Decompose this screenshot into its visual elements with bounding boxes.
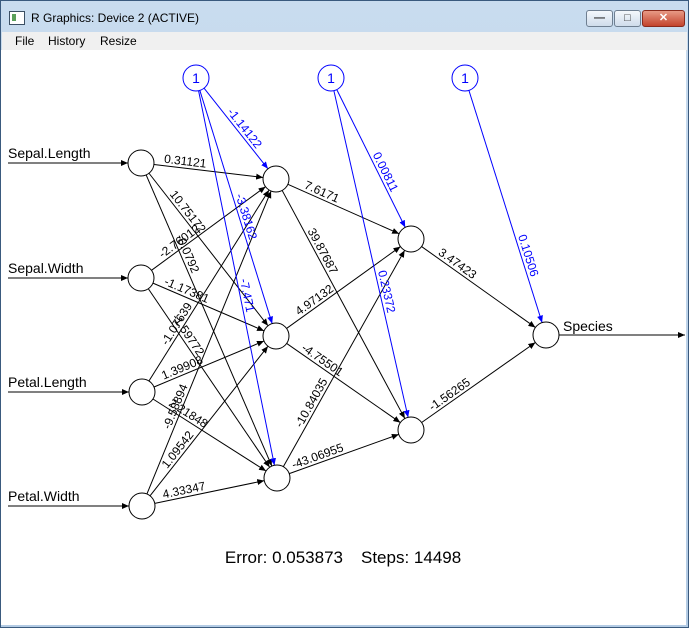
edge-h1-2-h2-1 — [286, 246, 401, 329]
edge-input4-h1-2-weight: 1.09542 — [159, 428, 197, 471]
maximize-button[interactable]: □ — [614, 10, 641, 27]
input-node-4 — [128, 492, 156, 520]
input-label-4: Petal.Width — [8, 488, 80, 504]
bias-node-2 — [317, 64, 345, 92]
menu-history[interactable]: History — [48, 34, 86, 48]
edge-h1-2-h2-2 — [286, 343, 401, 423]
edge-input2-h1-2-weight: -1.17381 — [162, 274, 211, 306]
edge-h2-1-out — [421, 246, 536, 328]
edge-input4-h1-3-weight: 4.33347 — [161, 479, 207, 502]
edge-input4-h1-2 — [149, 345, 269, 497]
maximize-icon: □ — [624, 12, 631, 24]
bias-node-1-label: 1 — [192, 70, 200, 86]
edge-h1-1-h2-2-weight: 39.87687 — [305, 226, 341, 277]
minimize-icon: — — [594, 12, 605, 24]
input-node-2 — [127, 264, 155, 292]
hidden1-node-1 — [262, 165, 290, 193]
hidden2-node-2 — [397, 416, 425, 444]
edge-bias2-h2-1 — [336, 89, 406, 228]
edge-input1-h1-1 — [153, 164, 264, 180]
output-label: Species — [563, 318, 613, 334]
edge-bias1-h1-1-weight: -1.14122 — [224, 105, 265, 151]
edge-h1-3-h2-2 — [289, 433, 399, 475]
input-node-1 — [127, 149, 155, 177]
edge-bias2-h2-1-weight: 0.00811 — [370, 150, 402, 195]
edge-h2-2-out — [421, 342, 536, 423]
input-node-3 — [128, 378, 156, 406]
edge-input3-h1-2-weight: 1.39908 — [159, 353, 205, 383]
edge-bias3-out-weight: 0.10506 — [515, 233, 541, 279]
edge-h1-2-h2-1-weight: 4.97132 — [293, 281, 337, 318]
edge-input1-h1-3 — [145, 174, 273, 467]
edge-h1-3-h2-2-weight: -43.06955 — [290, 440, 346, 472]
edge-h1-1-h2-2 — [281, 190, 406, 419]
edge-h1-1-h2-1 — [287, 183, 400, 235]
hidden1-node-3 — [263, 464, 291, 492]
edge-input2-h1-1 — [151, 186, 266, 271]
edge-input3-h1-3 — [152, 398, 267, 472]
window-title: R Graphics: Device 2 (ACTIVE) — [31, 11, 200, 25]
edge-input3-h1-2 — [153, 340, 265, 388]
edge-bias1-h1-2 — [199, 90, 273, 324]
edge-bias1-h1-3 — [198, 90, 276, 466]
output-node — [532, 321, 560, 349]
menu-file[interactable]: File — [15, 34, 35, 48]
steps-label: Steps: 14498 — [361, 548, 461, 567]
bias-node-2-label: 1 — [327, 70, 335, 86]
input-label-3: Petal.Length — [8, 374, 87, 390]
edge-h2-1-out-weight: 3.47423 — [436, 245, 480, 282]
edge-input4-h1-1 — [146, 190, 272, 495]
edge-bias1-h1-1 — [203, 87, 269, 170]
bias-node-3-label: 1 — [461, 70, 469, 86]
hidden1-node-2 — [262, 322, 290, 350]
close-button[interactable]: ✕ — [642, 10, 685, 27]
edge-h1-1-h2-1-weight: 7.6171 — [302, 178, 342, 206]
close-icon: ✕ — [658, 12, 669, 24]
neural-network-plot: 0.3112110.75172-0.0792-2.76012-1.17381-1… — [8, 64, 685, 567]
bias-node-1 — [182, 64, 210, 92]
error-label: Error: 0.053873 — [225, 548, 343, 567]
edge-h1-2-h2-2-weight: -4.75501 — [299, 341, 346, 380]
edge-bias1-h1-3-weight: -7.471 — [237, 277, 258, 313]
input-label-1: Sepal.Length — [8, 145, 91, 161]
edge-input4-h1-3 — [154, 479, 265, 504]
edge-bias2-h2-2-weight: 0.23372 — [375, 269, 398, 315]
edge-bias1-h1-2-weight: -3.38162 — [233, 192, 260, 242]
edge-h1-3-h2-1-weight: -10.84035 — [292, 375, 331, 429]
edge-bias3-out — [468, 90, 543, 323]
input-label-2: Sepal.Width — [8, 260, 83, 276]
title-bar[interactable]: R Graphics: Device 2 (ACTIVE) — □ ✕ — [1, 1, 688, 32]
edge-h1-3-h2-1 — [282, 250, 406, 467]
minimize-button[interactable]: — — [586, 10, 613, 27]
edge-input1-h1-2 — [148, 172, 269, 327]
bias-node-3 — [451, 64, 479, 92]
r-app-icon — [9, 11, 25, 25]
menu-resize[interactable]: Resize — [100, 34, 137, 48]
edge-h2-2-out-weight: -1.56265 — [426, 375, 473, 414]
edge-input1-h1-1-weight: 0.31121 — [163, 152, 207, 171]
edge-input2-h1-3 — [147, 288, 271, 468]
edge-bias2-h2-2 — [333, 90, 410, 418]
edge-input3-h1-1 — [148, 189, 270, 382]
hidden2-node-1 — [397, 225, 425, 253]
menu-bar: File History Resize — [2, 32, 687, 51]
